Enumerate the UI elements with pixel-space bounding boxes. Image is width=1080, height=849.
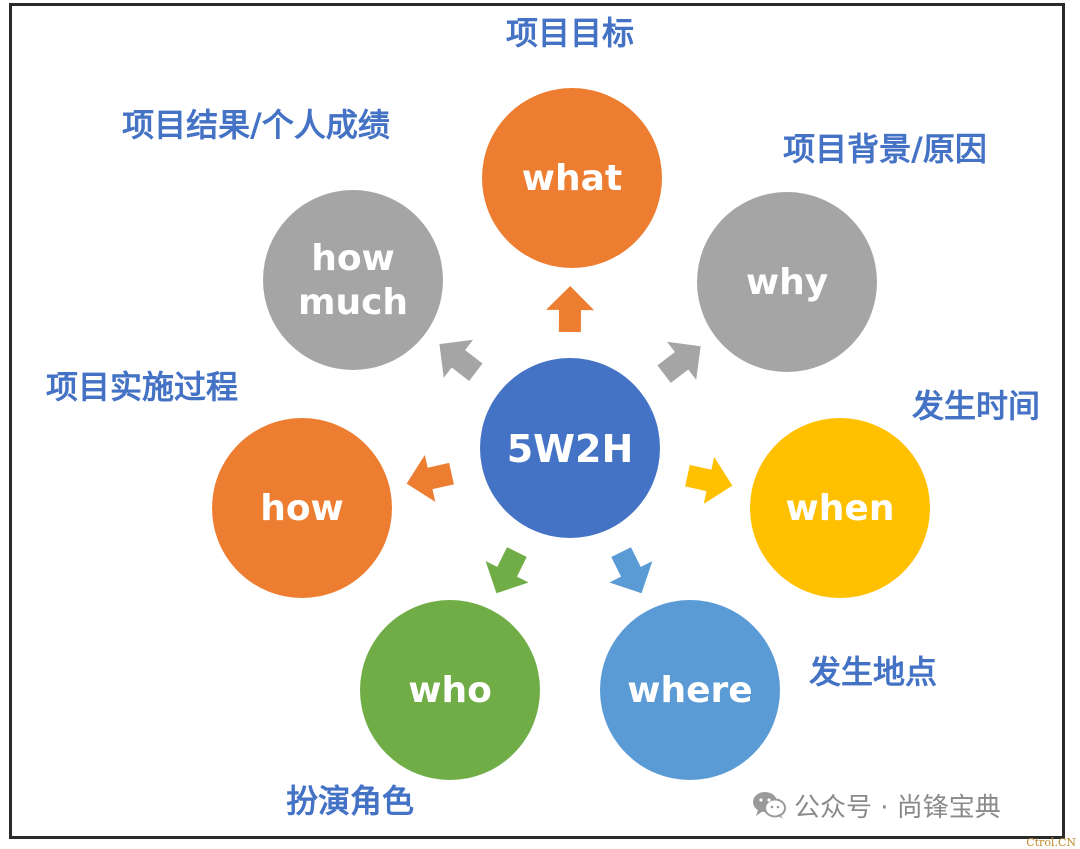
node-what: what: [482, 88, 662, 268]
arrow-why: [657, 341, 701, 383]
corner-mark: Ctrol.CN: [1026, 836, 1076, 849]
caption-how-much: 项目结果/个人成绩: [122, 106, 390, 144]
caption-how: 项目实施过程: [46, 368, 238, 406]
arrow-where: [609, 547, 653, 594]
node-when-label: when: [786, 488, 895, 529]
node-how-label: how: [260, 488, 344, 529]
node-who-label: who: [408, 670, 492, 711]
arrows-group: [406, 286, 733, 594]
arrow-when: [685, 457, 733, 504]
node-who: who: [360, 600, 540, 780]
node-how: how: [212, 418, 392, 598]
arrow-how: [406, 455, 454, 502]
arrow-who: [485, 547, 529, 594]
node-where: where: [600, 600, 780, 780]
arrow-how-much: [439, 339, 483, 381]
center-node-label: 5W2H: [507, 427, 634, 471]
center-node: 5W2H: [480, 358, 660, 538]
node-why-label: why: [746, 262, 828, 303]
watermark-text: 公众号 · 尚锋宝典: [794, 792, 1001, 823]
node-why: why: [697, 192, 877, 372]
wechat-icon: [752, 790, 786, 820]
caption-where: 发生地点: [809, 653, 937, 691]
watermark: 公众号 · 尚锋宝典: [752, 787, 1001, 823]
node-what-label: what: [522, 158, 622, 199]
caption-who: 扮演角色: [286, 782, 414, 820]
arrow-what: [546, 286, 595, 333]
caption-when: 发生时间: [912, 387, 1040, 425]
caption-why: 项目背景/原因: [783, 130, 987, 168]
node-where-label: where: [627, 670, 752, 711]
node-when: when: [750, 418, 930, 598]
caption-what: 项目目标: [506, 14, 634, 52]
